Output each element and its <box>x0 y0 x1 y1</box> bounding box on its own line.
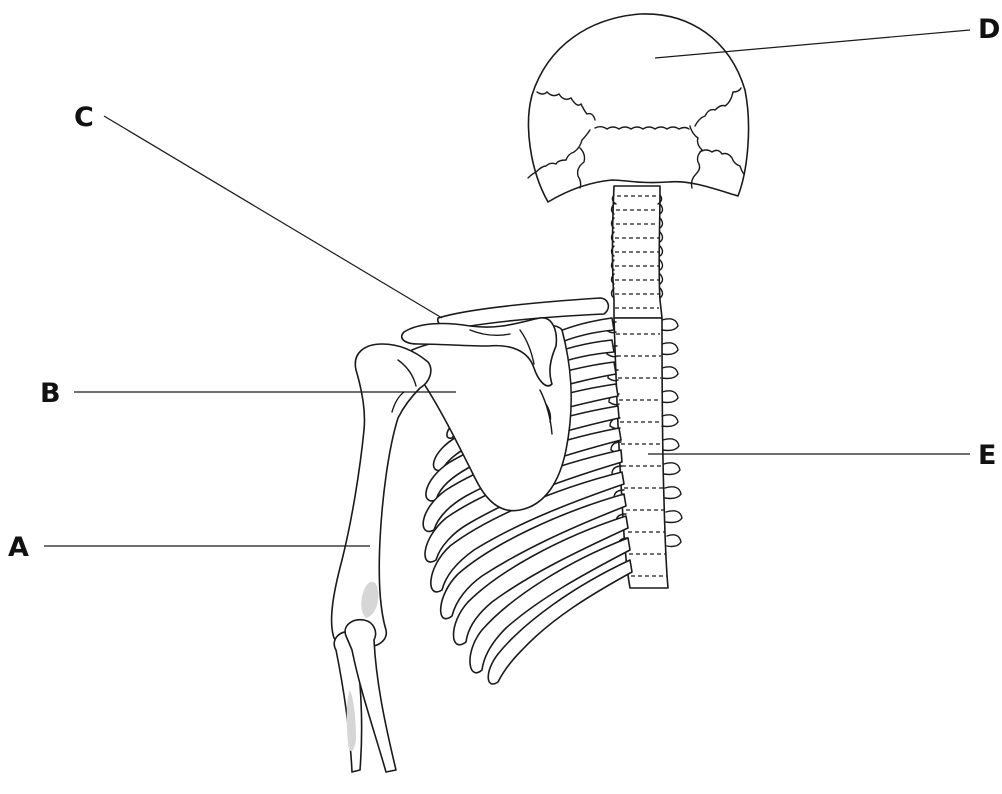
skull <box>528 14 749 202</box>
label-a: A <box>8 532 29 563</box>
label-b: B <box>40 378 61 409</box>
leader-line-c <box>104 116 442 318</box>
scapula <box>402 318 572 511</box>
label-d: D <box>978 14 1000 45</box>
label-e: E <box>978 440 996 471</box>
humerus <box>332 344 431 648</box>
label-c: C <box>74 102 94 133</box>
forearm <box>334 620 396 772</box>
